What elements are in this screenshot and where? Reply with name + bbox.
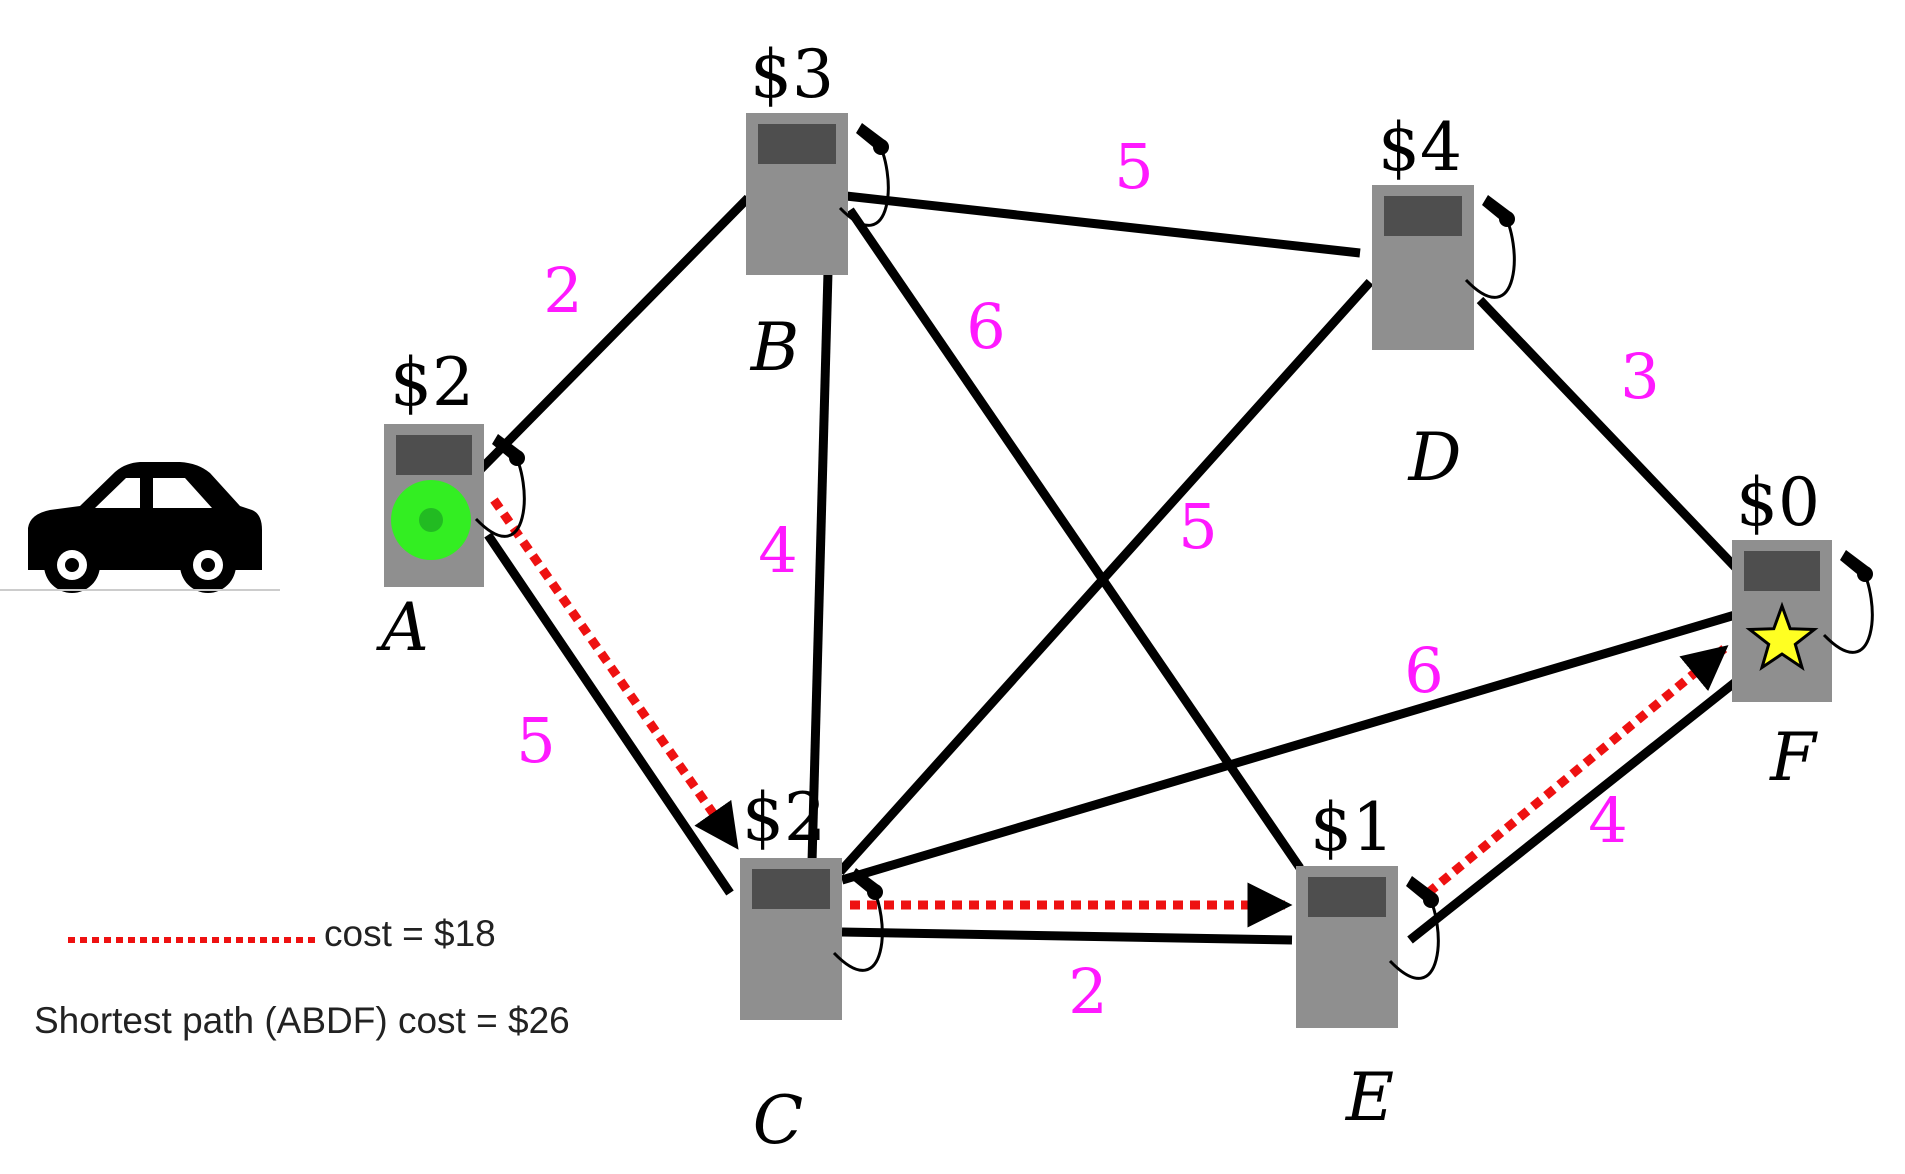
node-price-d: $4 bbox=[1378, 109, 1462, 186]
edge-weight-a-c: 5 bbox=[516, 704, 555, 777]
edge-b-d bbox=[845, 191, 1361, 258]
node-a: $2A bbox=[375, 344, 526, 666]
edge-weight-c-f: 6 bbox=[1404, 634, 1443, 707]
node-label-c: C bbox=[753, 1082, 804, 1159]
node-e: $1E bbox=[1296, 789, 1440, 1136]
node-price-a: $2 bbox=[390, 344, 474, 421]
edge-weight-d-f: 3 bbox=[1620, 340, 1659, 413]
node-price-c: $2 bbox=[742, 779, 826, 856]
legend-shortest-path: Shortest path (ABDF) cost = $26 bbox=[34, 1000, 570, 1041]
gas-pump-icon bbox=[1296, 866, 1440, 1028]
edge-weight-c-d: 5 bbox=[1178, 490, 1217, 563]
edge-weight-e-f: 4 bbox=[1588, 784, 1627, 857]
edge-weight-b-c: 4 bbox=[758, 514, 797, 587]
edge-weight-c-e: 2 bbox=[1068, 955, 1107, 1028]
edge-b-c bbox=[807, 271, 833, 863]
gas-pump-icon bbox=[740, 858, 884, 1020]
car-icon bbox=[0, 462, 280, 593]
goal-star-icon bbox=[1745, 601, 1819, 672]
edge-b-e bbox=[846, 207, 1304, 871]
node-d: $4D bbox=[1372, 109, 1516, 496]
edge-weight-b-e: 6 bbox=[966, 290, 1005, 363]
start-dot-icon bbox=[391, 480, 471, 560]
node-label-e: E bbox=[1345, 1059, 1394, 1136]
edge-weight-b-d: 5 bbox=[1114, 130, 1153, 203]
route-segment-ac bbox=[490, 497, 740, 850]
edge-d-f bbox=[1476, 296, 1740, 572]
node-label-b: B bbox=[750, 309, 800, 386]
legend-route-cost: cost = $18 bbox=[324, 913, 496, 954]
node-f: $0F bbox=[1732, 464, 1874, 796]
gas-pump-icon bbox=[746, 113, 890, 275]
node-label-a: A bbox=[375, 589, 429, 666]
edge-c-e bbox=[841, 927, 1293, 945]
node-price-b: $3 bbox=[750, 36, 834, 113]
edge-c-d bbox=[836, 278, 1374, 876]
edge-c-f bbox=[840, 610, 1737, 885]
node-label-f: F bbox=[1769, 719, 1818, 796]
node-label-d: D bbox=[1408, 419, 1462, 496]
node-price-e: $1 bbox=[1310, 789, 1394, 866]
node-price-f: $0 bbox=[1736, 464, 1820, 541]
node-b: $3B bbox=[746, 36, 890, 386]
gas-pump-icon bbox=[1732, 540, 1874, 702]
route-segment-ef bbox=[1425, 644, 1729, 897]
edge-weight-a-b: 2 bbox=[543, 254, 582, 327]
legend-route-swatch bbox=[68, 937, 316, 943]
edge-a-c bbox=[484, 532, 734, 896]
edge-a-b bbox=[471, 194, 752, 479]
gas-pump-icon bbox=[1372, 185, 1516, 350]
edge-e-f bbox=[1407, 676, 1741, 944]
node-c: $2C bbox=[740, 779, 884, 1159]
